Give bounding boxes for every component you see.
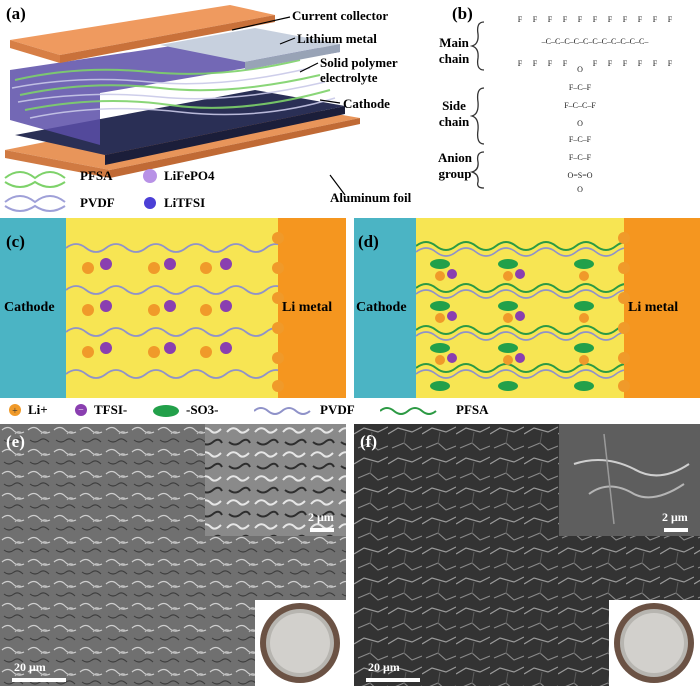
label-anion-group: Anion group — [438, 150, 472, 181]
svg-text:+: + — [12, 406, 18, 417]
structure-braces — [470, 21, 485, 189]
svg-text:F: F — [578, 15, 583, 24]
svg-text:F: F — [563, 59, 568, 68]
interface-bumps-d — [618, 232, 630, 392]
svg-text:F–C–F: F–C–F — [569, 135, 592, 144]
svg-text:F: F — [548, 59, 553, 68]
svg-text:F: F — [623, 59, 628, 68]
legend-pfsa: PFSA — [80, 168, 113, 183]
scale-label-f-inset: 2 μm — [662, 510, 688, 524]
species-legend-row: + Li+ − TFSI- -SO3- PVDF PFSA — [0, 400, 700, 422]
svg-text:F: F — [563, 15, 568, 24]
svg-text:F: F — [668, 59, 673, 68]
scale-label-e-inset: 2 μm — [308, 510, 334, 524]
li-metal-block-c — [278, 218, 346, 398]
interface-bumps-c — [272, 232, 284, 392]
svg-text:F: F — [518, 15, 523, 24]
litfsi-legend-dot — [144, 197, 156, 209]
cathode-block-c — [0, 218, 66, 398]
svg-text:F: F — [668, 15, 673, 24]
label-side-chain: Side chain — [438, 98, 470, 129]
panel-c-diagram: Cathode Li metal — [0, 218, 346, 398]
label-main-chain: Main chain — [438, 35, 470, 66]
coin-cell-photo-f — [609, 600, 700, 686]
pfsa-legend-swatch — [4, 171, 66, 188]
pfsa-structure-formula: F F F F F F F F F F F –C–C–C–C–C–C–C–C–C–C–C– F F… — [518, 15, 673, 194]
cathode-label-c: Cathode — [4, 300, 55, 315]
panel-d-diagram: Cathode Li metal — [354, 218, 700, 398]
legend-tfsi: TFSI- — [94, 402, 128, 417]
panel-c-label: (c) — [6, 232, 25, 251]
label-current-collector: Current collector — [292, 8, 389, 23]
svg-text:F: F — [608, 15, 613, 24]
legend-pvdf-row: PVDF — [320, 402, 355, 417]
legend-lifepo4: LiFePO4 — [164, 168, 215, 183]
svg-text:F: F — [533, 15, 538, 24]
svg-text:F: F — [593, 15, 598, 24]
cathode-label-d: Cathode — [356, 300, 407, 315]
current-collector-layer — [10, 5, 275, 55]
cathode-block-d — [354, 218, 416, 398]
panel-f-label: (f) — [360, 432, 377, 451]
label-cathode-a: Cathode — [343, 96, 390, 111]
label-lithium-metal: Lithium metal — [297, 31, 377, 46]
legend-li: Li+ — [28, 402, 48, 417]
label-solid-polymer-electrolyte: Solid polymer electrolyte — [320, 55, 398, 85]
svg-text:F: F — [533, 59, 538, 68]
pfsa-icon — [380, 407, 437, 415]
svg-text:F: F — [653, 15, 658, 24]
panel-d-label: (d) — [358, 232, 379, 251]
panel-a-label: (a) — [6, 4, 26, 23]
svg-text:−: − — [78, 405, 84, 416]
scale-bar-e-inset — [310, 528, 334, 532]
panel-b-label: (b) — [452, 4, 473, 23]
legend-so3: -SO3- — [186, 402, 219, 417]
scale-label-e-main: 20 μm — [14, 660, 46, 674]
li-metal-label-c: Li metal — [282, 300, 333, 315]
svg-text:F: F — [638, 59, 643, 68]
battery-stack-illustration — [4, 5, 360, 212]
pvdf-chains-c — [66, 243, 278, 379]
lifepo4-legend-dot — [143, 169, 157, 183]
scale-bar-e-main — [12, 678, 66, 682]
li-metal-block-d — [624, 218, 700, 398]
svg-text:F: F — [638, 15, 643, 24]
svg-text:O: O — [577, 65, 583, 74]
coin-cell-photo-e — [255, 600, 346, 686]
sem-image-f: (f) 20 μm 2 μm — [354, 424, 700, 686]
svg-text:F: F — [518, 59, 523, 68]
scale-bar-f-inset — [664, 528, 688, 532]
svg-text:F–C–F: F–C–F — [569, 153, 592, 162]
svg-text:F: F — [548, 15, 553, 24]
svg-text:F–C–C–F: F–C–C–F — [564, 101, 596, 110]
svg-text:F–C–F: F–C–F — [569, 83, 592, 92]
lithium-metal-layer — [160, 28, 340, 62]
so3-icon — [153, 405, 179, 417]
svg-text:F: F — [593, 59, 598, 68]
scale-label-f-main: 20 μm — [368, 660, 400, 674]
panel-e-label: (e) — [6, 432, 25, 451]
tfsi-icon: − — [75, 404, 87, 416]
svg-text:F: F — [623, 15, 628, 24]
pvdf-legend-swatch — [4, 195, 66, 212]
pvdf-icon — [254, 407, 311, 415]
li-ion-icon: + — [9, 404, 21, 417]
svg-text:O: O — [577, 185, 583, 194]
li-metal-label-d: Li metal — [628, 300, 679, 315]
legend-pvdf: PVDF — [80, 195, 115, 210]
svg-text:F: F — [608, 59, 613, 68]
sem-inset-f — [559, 424, 700, 536]
sem-image-e: (e) 20 μm 2 μm — [0, 424, 346, 686]
legend-litfsi: LiTFSI — [164, 195, 206, 210]
scale-bar-f-main — [366, 678, 420, 682]
svg-text:–C–C–C–C–C–C–C–C–C–C–C–: –C–C–C–C–C–C–C–C–C–C–C– — [541, 37, 650, 46]
svg-text:O=S=O: O=S=O — [567, 171, 592, 180]
sem-inset-e — [205, 424, 346, 536]
label-aluminum-foil: Aluminum foil — [330, 190, 412, 205]
svg-text:O: O — [577, 119, 583, 128]
svg-text:F: F — [653, 59, 658, 68]
legend-pfsa-row: PFSA — [456, 402, 489, 417]
chains-d — [416, 241, 624, 391]
